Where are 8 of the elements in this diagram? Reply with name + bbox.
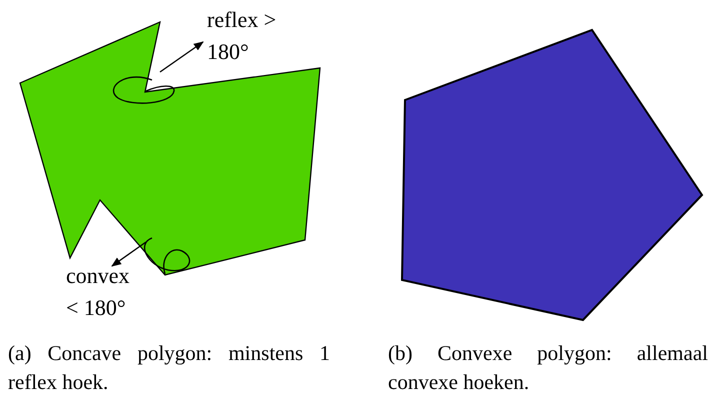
figure-caption: (a) Concave polygon: minstens 1 reflex hoek. <box>8 340 330 396</box>
leader-arrow <box>160 41 204 73</box>
figure-caption: (b) Convexe polygon: allemaal convexe hoeken. <box>388 340 708 396</box>
leader-arrow <box>111 241 146 267</box>
angle-label: convex < 180° <box>66 260 146 324</box>
angle-arc <box>113 76 175 104</box>
angle-arc <box>144 237 190 274</box>
angle-label: reflex > 180° <box>207 4 283 68</box>
